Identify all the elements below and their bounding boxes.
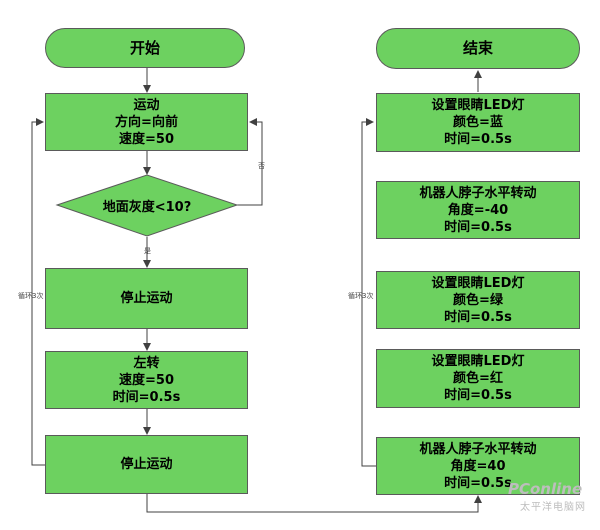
stop-node-2: 停止运动 (45, 435, 248, 494)
start-label: 开始 (129, 38, 160, 57)
edge-left-loop-back (31, 118, 45, 466)
neck-turn-minus-node: 机器人脖子水平转动 角度=-40 时间=0.5s (376, 181, 580, 239)
eye-red-line3: 时间=0.5s (444, 388, 512, 403)
neck-minus-line1: 机器人脖子水平转动 (419, 185, 537, 201)
move-line1: 运动 (133, 97, 160, 113)
eye-green-line1: 设置眼睛LED灯 (431, 275, 525, 291)
move-line3: 速度=50 (119, 131, 174, 147)
stop2-label: 停止运动 (120, 457, 173, 472)
turn-line1: 左转 (133, 355, 160, 371)
stop-node-1: 停止运动 (45, 268, 248, 329)
neck-plus-line3: 时间=0.5s (444, 475, 512, 491)
eye-green-line2: 颜色=绿 (453, 292, 503, 308)
edge-decision-no-loop (236, 118, 263, 206)
edge-left-to-right (146, 494, 482, 513)
end-label: 结束 (462, 39, 493, 57)
stop1-label: 停止运动 (120, 291, 173, 306)
eye-green-line3: 时间=0.5s (444, 309, 512, 325)
eye-blue-line2: 颜色=蓝 (453, 115, 503, 130)
eye-blue-line3: 时间=0.5s (444, 132, 512, 147)
neck-plus-line1: 机器人脖子水平转动 (419, 441, 537, 457)
yes-branch-label: 是 (144, 247, 151, 255)
left-loop-label: 循环3次 (18, 292, 44, 300)
eye-blue-line1: 设置眼睛LED灯 (431, 98, 525, 113)
eye-led-red-node: 设置眼睛LED灯 颜色=红 时间=0.5s (376, 349, 580, 408)
decision-label: 地面灰度<10? (57, 190, 237, 220)
no-branch-label: 否 (258, 162, 265, 170)
start-node: 开始 (45, 28, 245, 68)
eye-red-line2: 颜色=红 (453, 371, 503, 386)
eye-led-green-node: 设置眼睛LED灯 颜色=绿 时间=0.5s (376, 271, 580, 329)
eye-red-line1: 设置眼睛LED灯 (431, 354, 525, 369)
watermark-brand: PConline (508, 480, 583, 498)
move-line2: 方向=向前 (115, 114, 178, 130)
edge-right-loop-back (361, 118, 376, 467)
watermark-sub: 太平洋电脑网 (520, 502, 586, 513)
decision-text: 地面灰度<10? (102, 199, 192, 215)
turn-line3: 时间=0.5s (112, 389, 181, 405)
neck-minus-line2: 角度=-40 (447, 202, 509, 218)
turn-line2: 速度=50 (119, 372, 174, 388)
move-node: 运动 方向=向前 速度=50 (45, 93, 248, 151)
turn-left-node: 左转 速度=50 时间=0.5s (45, 351, 248, 409)
neck-plus-line2: 角度=40 (450, 458, 506, 474)
eye-led-blue-node: 设置眼睛LED灯 颜色=蓝 时间=0.5s (376, 93, 580, 152)
neck-minus-line3: 时间=0.5s (444, 219, 512, 235)
neck-turn-plus-node: 机器人脖子水平转动 角度=40 时间=0.5s (376, 437, 580, 495)
end-node: 结束 (376, 28, 580, 69)
right-loop-label: 循环3次 (348, 292, 374, 300)
